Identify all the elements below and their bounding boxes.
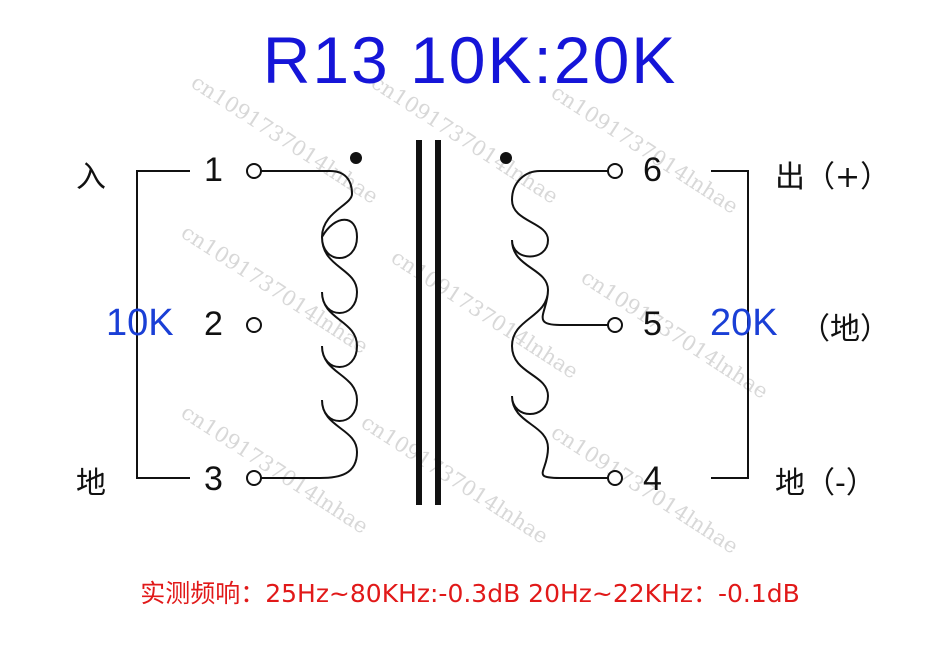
polarity-dot-secondary (500, 152, 512, 164)
terminal-2 (246, 317, 262, 333)
output-plus-label: 出（+） (775, 160, 891, 195)
pin-3-label: 3 (204, 460, 223, 498)
left-bracket (136, 170, 190, 479)
diagram-title: R13 10K:20K (262, 23, 678, 97)
pin-1-label: 1 (204, 151, 223, 189)
ground-label-left: 地 (76, 466, 106, 501)
right-bracket (711, 170, 749, 479)
pin-4-label: 4 (643, 460, 662, 498)
pin-6-label: 6 (643, 151, 662, 189)
terminal-4 (607, 470, 623, 486)
pin-2-label: 2 (204, 305, 223, 343)
terminal-6 (607, 163, 623, 179)
frequency-response-text: 实测频响：25Hz~80KHz:-0.3dB 20Hz~22KHz：-0.1dB (140, 579, 800, 608)
polarity-dot-primary (350, 152, 362, 164)
primary-winding (261, 170, 359, 479)
input-label: 入 (76, 160, 106, 195)
secondary-impedance: 20K (710, 302, 778, 344)
terminal-1 (246, 163, 262, 179)
pin-5-label: 5 (643, 305, 662, 343)
terminal-3 (246, 470, 262, 486)
ground-minus-label: 地（-） (775, 466, 876, 501)
ground-label-right: （地） (800, 312, 890, 347)
primary-impedance: 10K (106, 302, 174, 344)
terminal-5 (607, 317, 623, 333)
secondary-winding (510, 170, 608, 479)
